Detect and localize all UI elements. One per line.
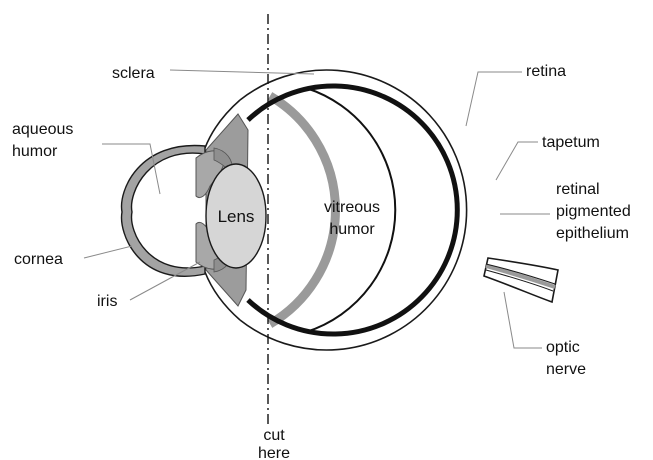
leader-sclera <box>170 70 314 74</box>
label-rpe-line2: pigmented <box>556 203 631 220</box>
label-sclera: sclera <box>112 65 155 82</box>
label-lens: Lens <box>218 207 255 226</box>
label-optic-line1: optic <box>546 339 580 356</box>
label-cut-line1: cut <box>263 427 285 444</box>
leader-optic <box>504 292 542 348</box>
label-retina: retina <box>526 63 566 80</box>
leader-tapetum <box>496 142 538 180</box>
label-cut-line2: here <box>258 445 290 460</box>
label-vitreous-line2: humor <box>329 221 375 238</box>
label-aqueous-line2: humor <box>12 143 58 160</box>
leader-cornea <box>84 246 132 258</box>
label-cornea: cornea <box>14 251 63 268</box>
label-vitreous-line1: vitreous <box>324 199 380 216</box>
leader-retina <box>466 72 522 126</box>
label-aqueous-line1: aqueous <box>12 121 73 138</box>
label-tapetum: tapetum <box>542 134 600 151</box>
cornea <box>122 146 205 277</box>
label-rpe-line3: epithelium <box>556 225 629 242</box>
label-iris: iris <box>97 293 117 310</box>
label-rpe-line1: retinal <box>556 181 600 198</box>
label-optic-line2: nerve <box>546 361 586 378</box>
optic-nerve <box>484 258 558 302</box>
